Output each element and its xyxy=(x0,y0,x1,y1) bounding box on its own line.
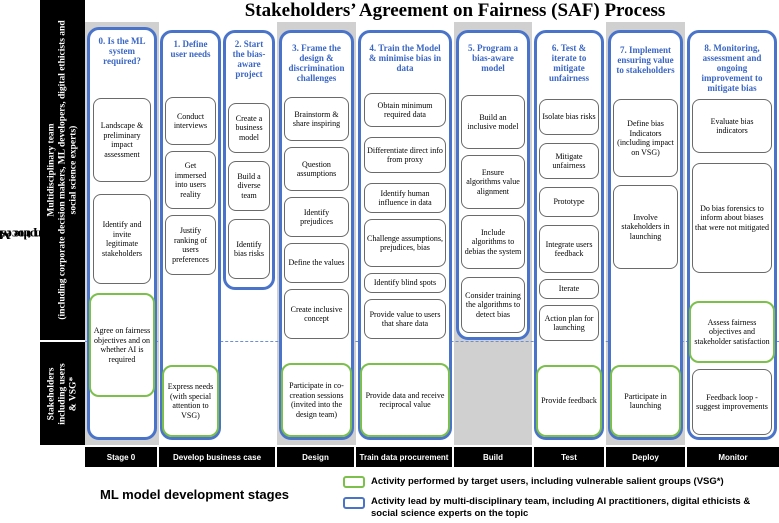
y-axis-label-line-2: process xyxy=(0,227,37,243)
legend-text-blue: Activity lead by multi-disciplinary team… xyxy=(371,496,751,519)
stakeholder-band-line-2: including users xyxy=(57,362,67,425)
user-activity-box: Assess fairness objectives and stakehold… xyxy=(689,301,775,363)
user-activity-box: Express needs (with special attention to… xyxy=(162,365,219,437)
activity-box: Identify human influence in data xyxy=(364,183,446,213)
column-title: 1. Define user needs xyxy=(170,39,211,59)
activity-box: Identify blind spots xyxy=(364,273,446,293)
stage-label: Deploy xyxy=(606,447,685,467)
activity-box: Mitigate unfairness xyxy=(539,143,599,179)
user-activity-box: Participate in launching xyxy=(610,365,681,437)
y-axis-label: Participants in the ML developmentproces… xyxy=(0,90,116,380)
team-band-line-2: (including corporate decision makers, ML… xyxy=(57,20,67,320)
column-stage-0: 0. Is the ML system required? Landscape … xyxy=(87,27,157,440)
stakeholder-band: Stakeholders including users & VSG* xyxy=(40,342,85,445)
activity-box: Prototype xyxy=(539,187,599,217)
activity-box: Isolate bias risks xyxy=(539,99,599,135)
legend-swatch-blue xyxy=(343,497,365,509)
activity-box: Get immersed into users reality xyxy=(165,151,216,209)
column-title: 7. Implement ensuring value to stakehold… xyxy=(616,45,675,75)
stage-label: Test xyxy=(534,447,604,467)
user-activity-box: Agree on fairness objectives and on whet… xyxy=(89,293,155,397)
column-monitoring: 8. Monitoring, assessment and ongoing im… xyxy=(687,30,777,440)
column-bias-aware-project: 2. Start the bias-aware project Create a… xyxy=(223,30,275,290)
activity-box: Feedback loop - suggest improvements xyxy=(692,369,772,435)
diagram-title: Stakeholders’ Agreement on Fairness (SAF… xyxy=(244,0,666,21)
activity-box: Include algorithms to debias the system xyxy=(461,215,525,269)
activity-box: Landscape & preliminary impact assessmen… xyxy=(93,98,151,182)
stage-label: Develop business case xyxy=(159,447,275,467)
column-test-iterate: 6. Test & iterate to mitigate unfairness… xyxy=(534,30,604,440)
stakeholder-band-line-3: & VSG* xyxy=(68,376,78,411)
legend-text-green: Activity performed by target users, incl… xyxy=(371,476,724,487)
column-frame-design: 3. Frame the design & discrimination cha… xyxy=(279,30,354,440)
activity-box: Question assumptions xyxy=(284,147,349,191)
activity-box: Iterate xyxy=(539,279,599,299)
activity-box: Obtain minimum required data xyxy=(364,93,446,127)
column-implement: 7. Implement ensuring value to stakehold… xyxy=(608,30,683,440)
column-train-model: 4. Train the Model & minimise bias in da… xyxy=(358,30,452,440)
column-title: 2. Start the bias-aware project xyxy=(232,39,266,79)
activity-box: Define bias Indicators (including impact… xyxy=(613,99,678,177)
activity-box: Provide value to users that share data xyxy=(364,299,446,339)
stakeholder-band-line-1: Stakeholders xyxy=(46,367,56,420)
stage-label: Build xyxy=(454,447,532,467)
activity-box: Action plan for launching xyxy=(539,305,599,341)
activity-box: Integrate users feedback xyxy=(539,225,599,273)
legend-title: ML model development stages xyxy=(100,487,290,502)
activity-box: Involve stakeholders in launching xyxy=(613,185,678,269)
activity-box: Build an inclusive model xyxy=(461,95,525,149)
activity-box: Brainstorm & share inspiring xyxy=(284,97,349,141)
stage-label: Train data procurement xyxy=(356,447,452,467)
column-title: 8. Monitoring, assessment and ongoing im… xyxy=(701,43,763,93)
activity-box: Evaluate bias indicators xyxy=(692,99,772,153)
column-title: 6. Test & iterate to mitigate unfairness xyxy=(548,43,589,83)
activity-box: Differentiate direct info from proxy xyxy=(364,137,446,173)
activity-box: Create a business model xyxy=(228,103,270,153)
activity-box: Define the values xyxy=(284,243,349,283)
activity-box: Build a diverse team xyxy=(228,161,270,211)
column-title: 0. Is the ML system required? xyxy=(98,36,146,66)
activity-box: Identify and invite legitimate stakehold… xyxy=(93,194,151,284)
stage-label: Monitor xyxy=(687,447,779,467)
activity-box: Justify ranking of users preferences xyxy=(165,215,216,275)
stage-label: Design xyxy=(277,447,354,467)
legend-swatch-green xyxy=(343,476,365,488)
column-title: 4. Train the Model & minimise bias in da… xyxy=(368,43,442,73)
activity-box: Create inclusive concept xyxy=(284,289,349,339)
activity-box: Identify prejudices xyxy=(284,197,349,237)
user-activity-box: Provide data and receive reciprocal valu… xyxy=(360,363,450,437)
team-band-line-1: Multidisciplinary team xyxy=(46,123,56,217)
user-activity-box: Participate in co-creation sessions (inv… xyxy=(281,363,352,437)
column-program-model: 5. Program a bias-aware model Build an i… xyxy=(456,30,530,340)
activity-box: Consider training the algorithms to dete… xyxy=(461,277,525,333)
team-band-line-3: social science experts) xyxy=(68,125,78,215)
activity-box: Ensure algorithms value alignment xyxy=(461,155,525,209)
team-band: Multidisciplinary team (including corpor… xyxy=(40,0,85,340)
activity-box: Do bias forensics to inform about biases… xyxy=(692,163,772,273)
column-title: 5. Program a bias-aware model xyxy=(467,43,519,73)
activity-box: Identify bias risks xyxy=(228,219,270,279)
column-title: 3. Frame the design & discrimination cha… xyxy=(288,43,345,83)
column-define-user-needs: 1. Define user needs Conduct interviews … xyxy=(160,30,221,440)
activity-box: Challenge assumptions, prejudices, bias xyxy=(364,219,446,267)
stage-label: Stage 0 xyxy=(85,447,157,467)
user-activity-box: Provide feedback xyxy=(536,365,602,437)
activity-box: Conduct interviews xyxy=(165,97,216,145)
